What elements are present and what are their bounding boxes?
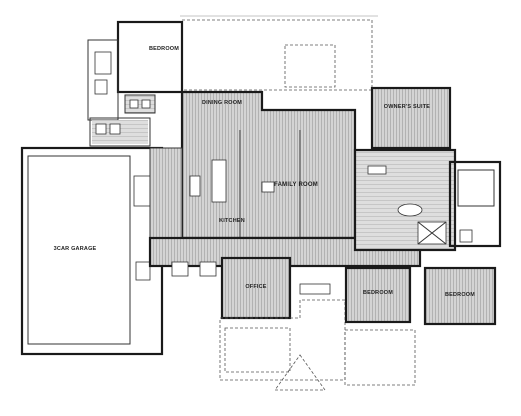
label-dining-room: DINING ROOM (202, 100, 242, 106)
hall-left (149, 147, 183, 239)
bedroom-top-wing (87, 20, 184, 121)
laundry-room (89, 117, 151, 147)
bedroom-4 (423, 266, 497, 326)
office (220, 256, 292, 320)
label-bedroom-3: BEDROOM (363, 290, 393, 296)
main-living-area (180, 90, 357, 240)
label-family-room: FAMILY ROOM (274, 182, 318, 188)
label-kitchen: KITCHEN (219, 218, 245, 224)
label-bedroom-top: BEDROOM (149, 46, 179, 52)
label-bedroom-4: BEDROOM (445, 292, 475, 298)
owners-suite (370, 86, 452, 150)
label-owners-suite: OWNER'S SUITE (384, 104, 431, 110)
owners-bath (353, 148, 457, 252)
label-office: OFFICE (245, 284, 266, 290)
label-garage: 3CAR GARAGE (54, 246, 97, 252)
right-wing (448, 160, 502, 248)
bedroom-3 (344, 266, 412, 324)
